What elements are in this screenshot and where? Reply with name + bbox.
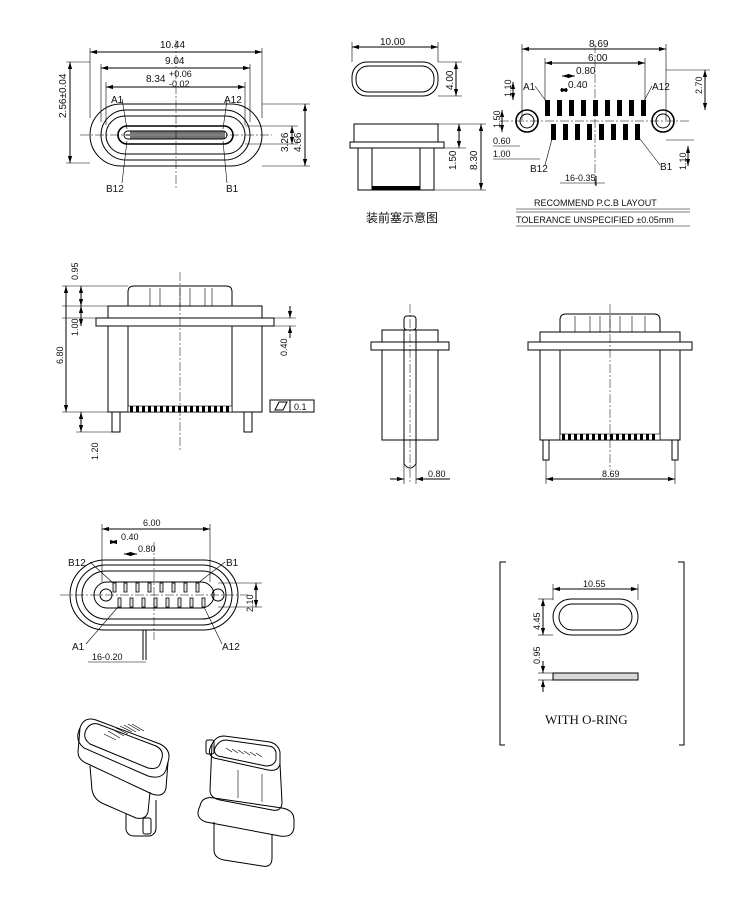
dim-bottom-span: 6.00 — [143, 518, 161, 528]
dim-front-869: 8.69 — [602, 469, 620, 479]
dim-oring-thick: 0.95 — [532, 646, 542, 664]
pcb-label-a1: A1 — [523, 82, 536, 93]
oring-view: 10.55 4.45 0.95 WITH O-RING — [499, 557, 685, 750]
dim-oring-width: 10.55 — [583, 579, 606, 589]
pin-label-b12: B12 — [106, 184, 124, 195]
dim-side-040: 0.40 — [279, 338, 289, 356]
bottom-label-b12: B12 — [68, 558, 86, 569]
pcb-label-b1: B1 — [660, 162, 673, 173]
dim-side-095: 0.95 — [70, 262, 80, 280]
dim-plug-height: 4.00 — [445, 70, 456, 90]
dim-inner-width: 8.34 — [146, 74, 166, 85]
flatness-value: 0.1 — [294, 402, 307, 412]
front-view: 8.69 — [527, 304, 693, 484]
dim-end-080: 0.80 — [428, 469, 446, 479]
isometric-left-contacts — [103, 723, 145, 741]
dim-outer-width: 10.44 — [160, 40, 185, 51]
top-view-contacts — [130, 131, 225, 139]
dim-pcb-110b: 1.10 — [678, 152, 688, 170]
dim-mid-width: 9.04 — [165, 56, 185, 67]
isometric-view-right — [197, 735, 295, 867]
dim-inner-height: 3.26 — [280, 132, 291, 152]
dim-side-680: 6.80 — [55, 346, 65, 364]
isometric-view-left — [77, 718, 170, 837]
pcb-tolerance: TOLERANCE UNSPECIFIED ±0.05mm — [516, 215, 674, 225]
dim-pcb-040: 0.40 — [568, 80, 588, 91]
bottom-label-a12: A12 — [222, 642, 240, 653]
isometric-right-contacts — [225, 747, 263, 758]
dim-bottom-pads: 16-0.20 — [92, 652, 123, 662]
pin-label-a12: A12 — [224, 95, 242, 106]
dim-top-offset: 2.56±0.04 — [58, 73, 69, 118]
dim-side-120: 1.20 — [90, 442, 100, 460]
pcb-pads-top — [545, 100, 646, 116]
dim-plug-h2: 8.30 — [469, 150, 480, 170]
dim-bottom-040: 0.40 — [121, 532, 139, 542]
dim-pcb-span: 6.00 — [588, 53, 608, 64]
dim-inner-tol-plus: +0.06 — [169, 69, 192, 79]
pin-label-a1: A1 — [111, 95, 124, 106]
bottom-view-pads-bottom — [117, 597, 206, 608]
pcb-label-b12: B12 — [530, 164, 548, 175]
pcb-layout: 8.69 6.00 0.80 0.40 1.10 — [492, 39, 710, 227]
dim-pcb-270: 2.70 — [694, 76, 704, 94]
top-view: 10.44 9.04 8.34 +0.06 -0.02 2.56±0.04 3.… — [58, 40, 310, 195]
dim-pcb-total: 8.69 — [589, 39, 609, 50]
dim-bottom-080: 0.80 — [138, 544, 156, 554]
side-view: 0.95 1.00 6.80 1.20 0.40 0.1 — [55, 262, 315, 460]
pcb-pads-bottom — [551, 124, 640, 140]
dim-pcb-110a: 1.10 — [503, 79, 513, 97]
dim-pcb-150: 1.50 — [492, 110, 502, 128]
dim-outer-height: 4.66 — [293, 132, 304, 152]
plug-caption: 装前塞示意图 — [366, 210, 438, 225]
dim-pcb-100: 1.00 — [493, 149, 511, 159]
front-view-ribs — [574, 316, 646, 332]
bottom-label-a1: A1 — [72, 642, 85, 653]
dim-inner-tol-minus: -0.02 — [169, 79, 190, 89]
pcb-label-a12: A12 — [652, 82, 670, 93]
dim-bottom-210: 2.10 — [245, 594, 255, 612]
bottom-label-b1: B1 — [226, 558, 239, 569]
end-view: 0.80 — [370, 304, 450, 484]
plug-view: 10.00 4.00 1.50 8.30 装前塞示意图 — [349, 37, 486, 225]
dim-side-100: 1.00 — [70, 318, 80, 336]
dim-plug-width: 10.00 — [380, 37, 405, 48]
dim-pcb-080: 0.80 — [576, 66, 596, 77]
dim-pcb-holes: 16-0.35 — [565, 173, 596, 183]
side-view-ribs — [149, 288, 213, 306]
bottom-view-pads-top — [112, 582, 200, 593]
pcb-title: RECOMMEND P.C.B LAYOUT — [534, 198, 657, 208]
dim-oring-height: 4.45 — [532, 612, 542, 630]
pin-label-b1: B1 — [226, 184, 239, 195]
bottom-view: 6.00 0.40 0.80 2.10 B12 B1 A1 A12 16-0.2… — [60, 518, 262, 663]
dim-plug-h1: 1.50 — [448, 150, 459, 170]
dim-pcb-060: 0.60 — [493, 136, 511, 146]
oring-caption: WITH O-RING — [545, 712, 628, 727]
